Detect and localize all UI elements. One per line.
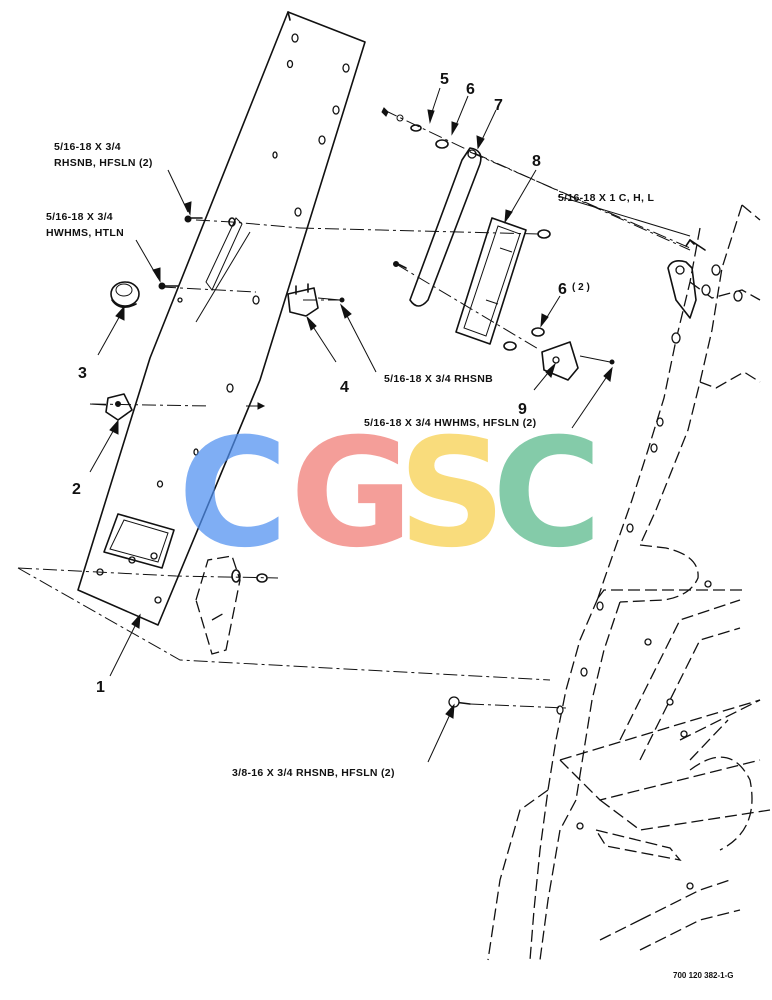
hardware-label: RHSNB, HFSLN (2) bbox=[54, 157, 153, 169]
strap-part-7 bbox=[409, 147, 482, 307]
callout-4: 4 bbox=[340, 379, 349, 396]
hardware-label: 5/16-18 X 3/4 bbox=[54, 141, 121, 153]
watermark-letter: G bbox=[290, 407, 413, 581]
hardware-label: 3/8-16 X 3/4 RHSNB, HFSLN (2) bbox=[232, 767, 395, 779]
hardware-label: 5/16-18 X 3/4 HWHMS, HFSLN (2) bbox=[364, 417, 536, 429]
hardware-label: 5/16-18 X 3/4 bbox=[46, 211, 113, 223]
latch-part-2 bbox=[89, 393, 133, 421]
hardware-label: HWHMS, HTLN bbox=[46, 227, 124, 239]
leader-arrows bbox=[89, 87, 691, 763]
frame-bracket bbox=[667, 239, 706, 319]
frame-holes bbox=[556, 264, 743, 890]
callout-1: 1 bbox=[96, 679, 105, 696]
callout-8: 8 bbox=[532, 153, 541, 170]
callout-6b: 6 bbox=[558, 281, 567, 298]
channel-part-8 bbox=[455, 217, 527, 345]
assembly-lines bbox=[17, 109, 691, 709]
frame-structure bbox=[487, 204, 771, 961]
knob-part-3 bbox=[110, 281, 140, 308]
watermark-letter: C bbox=[178, 407, 288, 581]
callout-7: 7 bbox=[494, 97, 503, 114]
callout-9: 9 bbox=[518, 401, 527, 418]
callout-2: 2 bbox=[72, 481, 81, 498]
hardware-label: 5/16-18 X 3/4 RHSNB bbox=[384, 373, 493, 385]
hardware-labels: 5/16-18 X 3/4 RHSNB, HFSLN (2) 5/16-18 X… bbox=[46, 141, 734, 980]
watermark-letter: C bbox=[492, 407, 602, 581]
callout-5: 5 bbox=[440, 71, 449, 88]
callout-6: 6 bbox=[466, 81, 475, 98]
callout-6b-quantity: ( 2 ) bbox=[572, 282, 590, 293]
main-panel bbox=[77, 11, 366, 626]
callouts: 1 2 3 4 5 6 7 8 6 ( 2 ) 9 bbox=[72, 71, 590, 696]
bracket-part-9 bbox=[541, 341, 615, 381]
watermark-letter: S bbox=[398, 407, 506, 581]
hardware-label: 5/16-18 X 1 C, H, L bbox=[558, 192, 654, 204]
drawing-part-number: 700 120 382-1-G bbox=[673, 971, 734, 980]
watermark: C G S C bbox=[178, 407, 602, 581]
callout-3: 3 bbox=[78, 365, 87, 382]
